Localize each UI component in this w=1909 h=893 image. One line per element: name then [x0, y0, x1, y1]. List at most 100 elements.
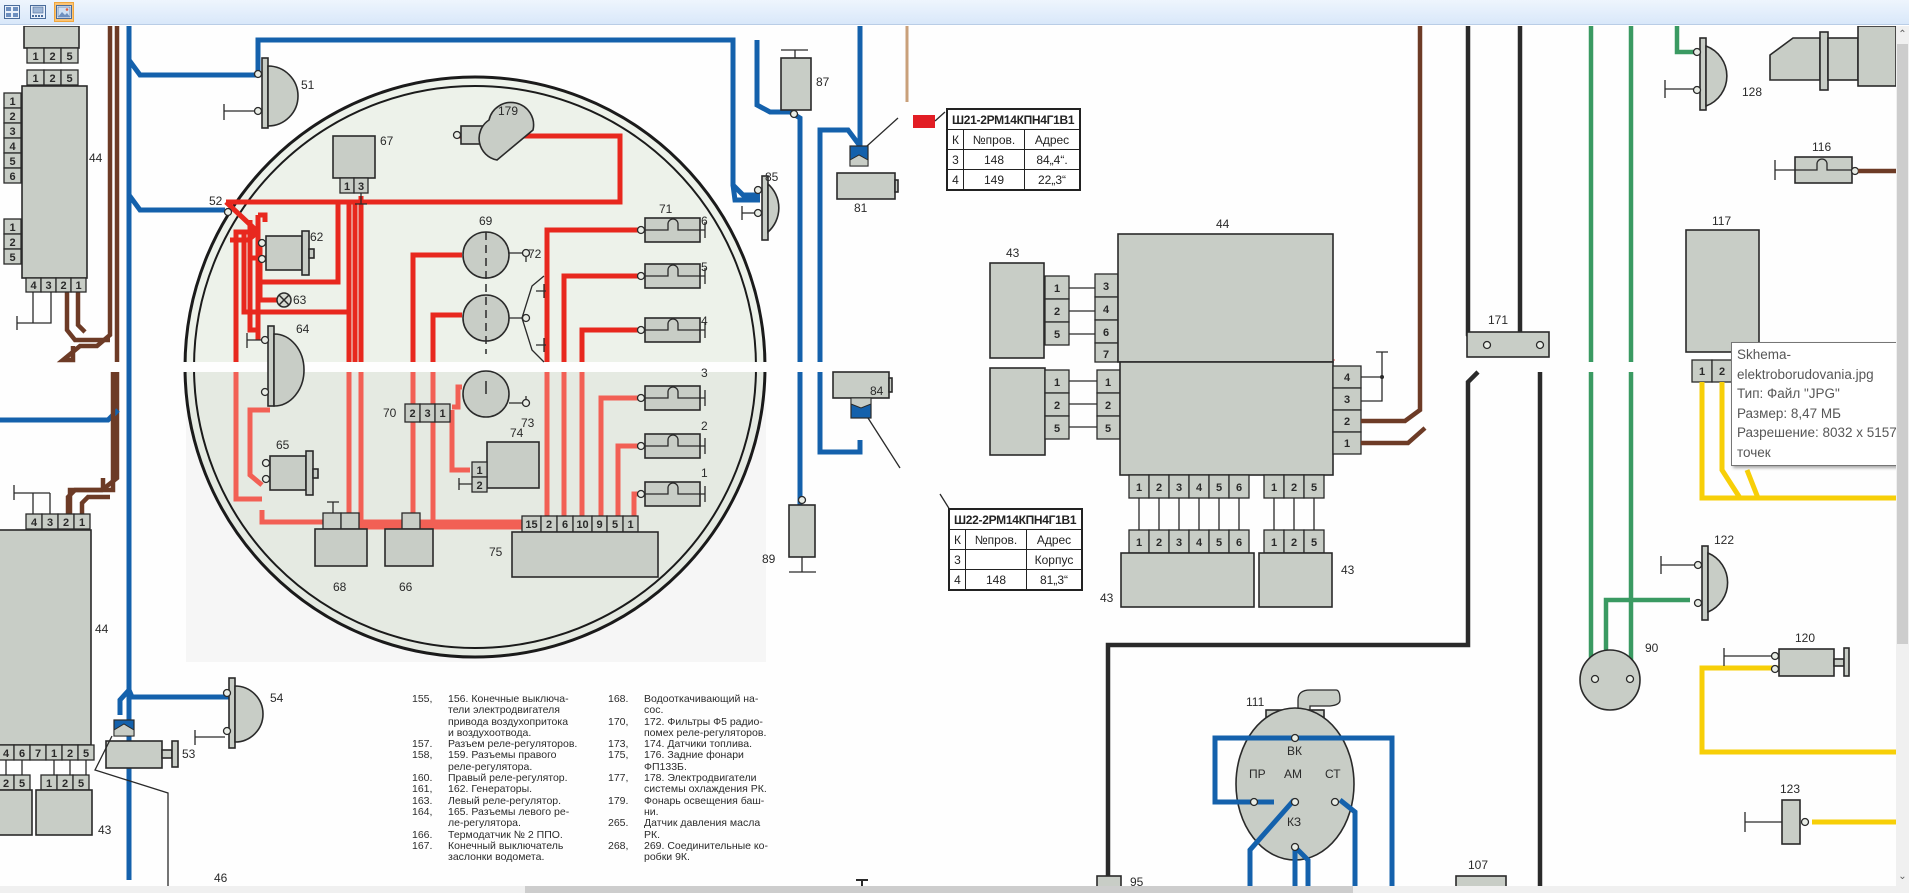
tooltip-filename-1: Skhema-	[1737, 347, 1792, 362]
legend-entry: помех реле-регуляторов.	[608, 726, 804, 739]
svg-text:2: 2	[409, 408, 415, 420]
svg-text:75: 75	[489, 545, 503, 559]
svg-text:6: 6	[701, 214, 708, 228]
legend-text: заслонки водомета.	[448, 851, 545, 864]
filmstrip-icon	[30, 5, 46, 19]
svg-text:5: 5	[66, 51, 72, 63]
legend-number: 164,	[412, 805, 433, 818]
gauge-73: 73	[462, 370, 535, 430]
switch-111: ВК ПР АМ СТ КЗ 111	[1212, 689, 1395, 886]
tooltip-type: Тип: Файл "JPG"	[1737, 386, 1840, 401]
svg-text:1: 1	[32, 73, 38, 85]
svg-text:1: 1	[1271, 537, 1277, 549]
legend-number: 168.	[608, 693, 629, 705]
viewer-toolbar	[0, 0, 1909, 25]
svg-text:44: 44	[95, 622, 109, 636]
horizontal-scroll-thumb[interactable]	[525, 886, 1353, 893]
legend-text: ФП133Б.	[644, 760, 687, 773]
svg-text:7: 7	[1103, 349, 1109, 361]
green-wiring	[1588, 26, 1696, 686]
vertical-scrollbar[interactable]: ⌃ ⌄	[1896, 26, 1909, 886]
legend-text: Водооткачивающий на-	[644, 693, 759, 705]
svg-text:43: 43	[1341, 563, 1355, 577]
legend-number: 163.	[412, 794, 433, 807]
svg-text:7: 7	[35, 748, 41, 760]
single-image-view-button[interactable]	[54, 2, 74, 22]
svg-text:2: 2	[60, 280, 66, 292]
svg-text:1: 1	[1271, 482, 1277, 494]
svg-text:2: 2	[63, 517, 69, 529]
svg-text:2: 2	[546, 519, 552, 531]
svg-text:3: 3	[701, 366, 708, 380]
legend-number: 155,	[412, 693, 433, 705]
svg-text:43: 43	[98, 823, 112, 837]
scroll-down-icon[interactable]: ⌄	[1898, 871, 1907, 882]
relay-65: 65	[261, 438, 319, 496]
svg-text:1: 1	[32, 51, 38, 63]
svg-text:4: 4	[1103, 304, 1110, 316]
lamp-122: 122	[1660, 533, 1734, 621]
svg-text:2: 2	[1054, 306, 1060, 318]
svg-text:5: 5	[1311, 482, 1317, 494]
legend-entry: ни.	[608, 806, 804, 818]
sensor-87: 87	[780, 49, 830, 119]
component-95: 95	[1096, 875, 1144, 886]
relay-62: 62	[257, 230, 324, 276]
svg-text:68: 68	[333, 580, 347, 594]
svg-text:81: 81	[854, 201, 868, 215]
svg-text:52: 52	[209, 194, 223, 208]
legend-entry: РК.	[608, 829, 804, 841]
legend-text: 178. Электродвигатели	[644, 772, 757, 785]
svg-text:67: 67	[380, 134, 394, 148]
svg-text:4: 4	[30, 280, 37, 292]
legend-text: и воздухоотвода.	[448, 726, 532, 739]
svg-text:1: 1	[1136, 482, 1142, 494]
svg-text:171: 171	[1488, 313, 1508, 327]
legend-number: 179.	[608, 794, 629, 807]
lamp-128: 128	[1664, 37, 1762, 111]
filmstrip-view-button[interactable]	[28, 2, 48, 22]
svg-text:1: 1	[701, 466, 708, 480]
svg-text:1: 1	[476, 465, 482, 477]
legend-text: помех реле-регуляторов.	[644, 726, 767, 739]
svg-text:5: 5	[78, 778, 84, 790]
legend-number: 157.	[412, 738, 433, 751]
legend-entry: реле-регулятора.	[412, 760, 608, 773]
switch-3: 3	[636, 366, 708, 411]
legend-column-1: 155,156. Конечные выключа-тели электродв…	[412, 693, 608, 864]
legend-text: привода воздухопритока	[448, 715, 569, 728]
thumbnails-view-button[interactable]	[2, 2, 22, 22]
legend-number: 170,	[608, 715, 629, 728]
legend-text: 159. Разъемы правого	[448, 749, 557, 762]
switch-5: 5	[636, 260, 708, 289]
scroll-up-icon[interactable]: ⌃	[1898, 29, 1907, 40]
component-53: 53 46	[94, 719, 228, 886]
legend-entry: 168. Водооткачивающий на-	[608, 693, 804, 705]
svg-text:1: 1	[1699, 366, 1705, 378]
yellow-wiring	[1699, 382, 1896, 825]
legend-entry: 179.Фонарь освещения баш-	[608, 794, 804, 807]
legend-number: 175,	[608, 749, 629, 762]
sensor-123: 123	[1744, 782, 1810, 845]
svg-text:АМ: АМ	[1284, 767, 1302, 781]
svg-text:2: 2	[1105, 400, 1111, 412]
legend-text: 165. Разъемы левого ре-	[448, 805, 570, 818]
vertical-scroll-thumb[interactable]	[1897, 44, 1908, 644]
tooltip-resolution: Разрешение: 8032 x 5157	[1737, 425, 1897, 440]
legend-entry: 173,174. Датчики топлива.	[608, 738, 804, 751]
svg-text:2: 2	[67, 748, 73, 760]
svg-text:44: 44	[89, 151, 103, 165]
legend-text: реле-регулятора.	[448, 760, 533, 773]
legend-number: 160.	[412, 772, 433, 785]
horizontal-scrollbar[interactable]	[0, 886, 1896, 893]
legend-number: 177,	[608, 772, 629, 785]
legend-text: 174. Датчики топлива.	[644, 738, 753, 751]
center-blue-wiring	[730, 26, 863, 520]
